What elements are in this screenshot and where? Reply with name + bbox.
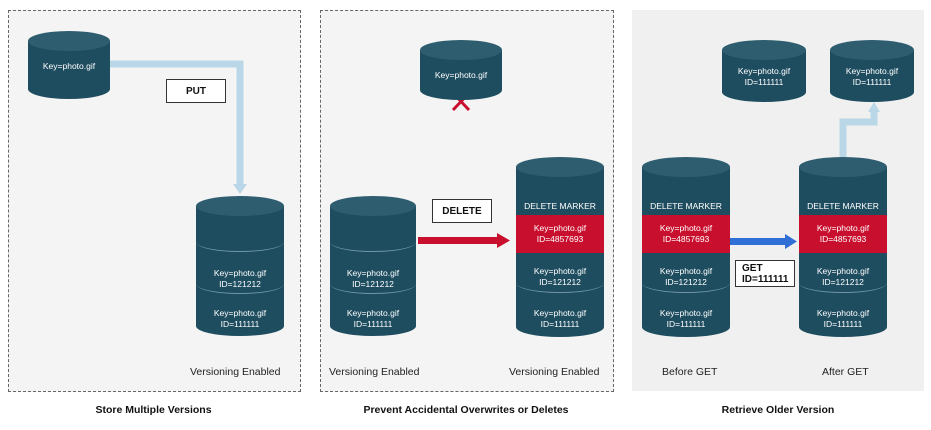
put-arrow-head: [233, 184, 247, 194]
caption-retrieve-older-version: Retrieve Older Version: [721, 404, 835, 416]
get-arrow-head: [785, 234, 797, 249]
after-get-label: After GET: [822, 366, 869, 378]
delete-arrow-shaft: [418, 237, 498, 244]
delete-marker-label: DELETE MARKER: [524, 200, 596, 211]
source-object-cylinder: Key=photo.gif: [28, 31, 110, 99]
before-get-label: Before GET: [662, 366, 718, 378]
source-object-label: Key=photo.gif: [42, 61, 96, 71]
versioning-enabled-label-right: Versioning Enabled: [509, 366, 600, 378]
delete-marker-label: DELETE MARKER: [650, 200, 722, 211]
result-arrow: [839, 110, 878, 157]
put-arrow: [110, 60, 244, 186]
deleted-object-cylinder: Key=photo.gif: [420, 40, 502, 100]
caption-store-multiple-versions: Store Multiple Versions: [95, 404, 212, 416]
delete-tag: DELETE: [432, 199, 492, 223]
put-tag: PUT: [166, 79, 226, 103]
delete-arrow-head: [497, 233, 510, 248]
delete-marker-label: DELETE MARKER: [807, 200, 879, 211]
deleted-object-label: Key=photo.gif: [434, 70, 488, 80]
result-arrow-head: [868, 102, 880, 112]
get-arrow-shaft: [730, 238, 786, 245]
caption-prevent-deletes: Prevent Accidental Overwrites or Deletes: [363, 404, 569, 416]
versioning-enabled-label-left: Versioning Enabled: [329, 366, 420, 378]
versioning-enabled-label-1: Versioning Enabled: [190, 366, 281, 378]
